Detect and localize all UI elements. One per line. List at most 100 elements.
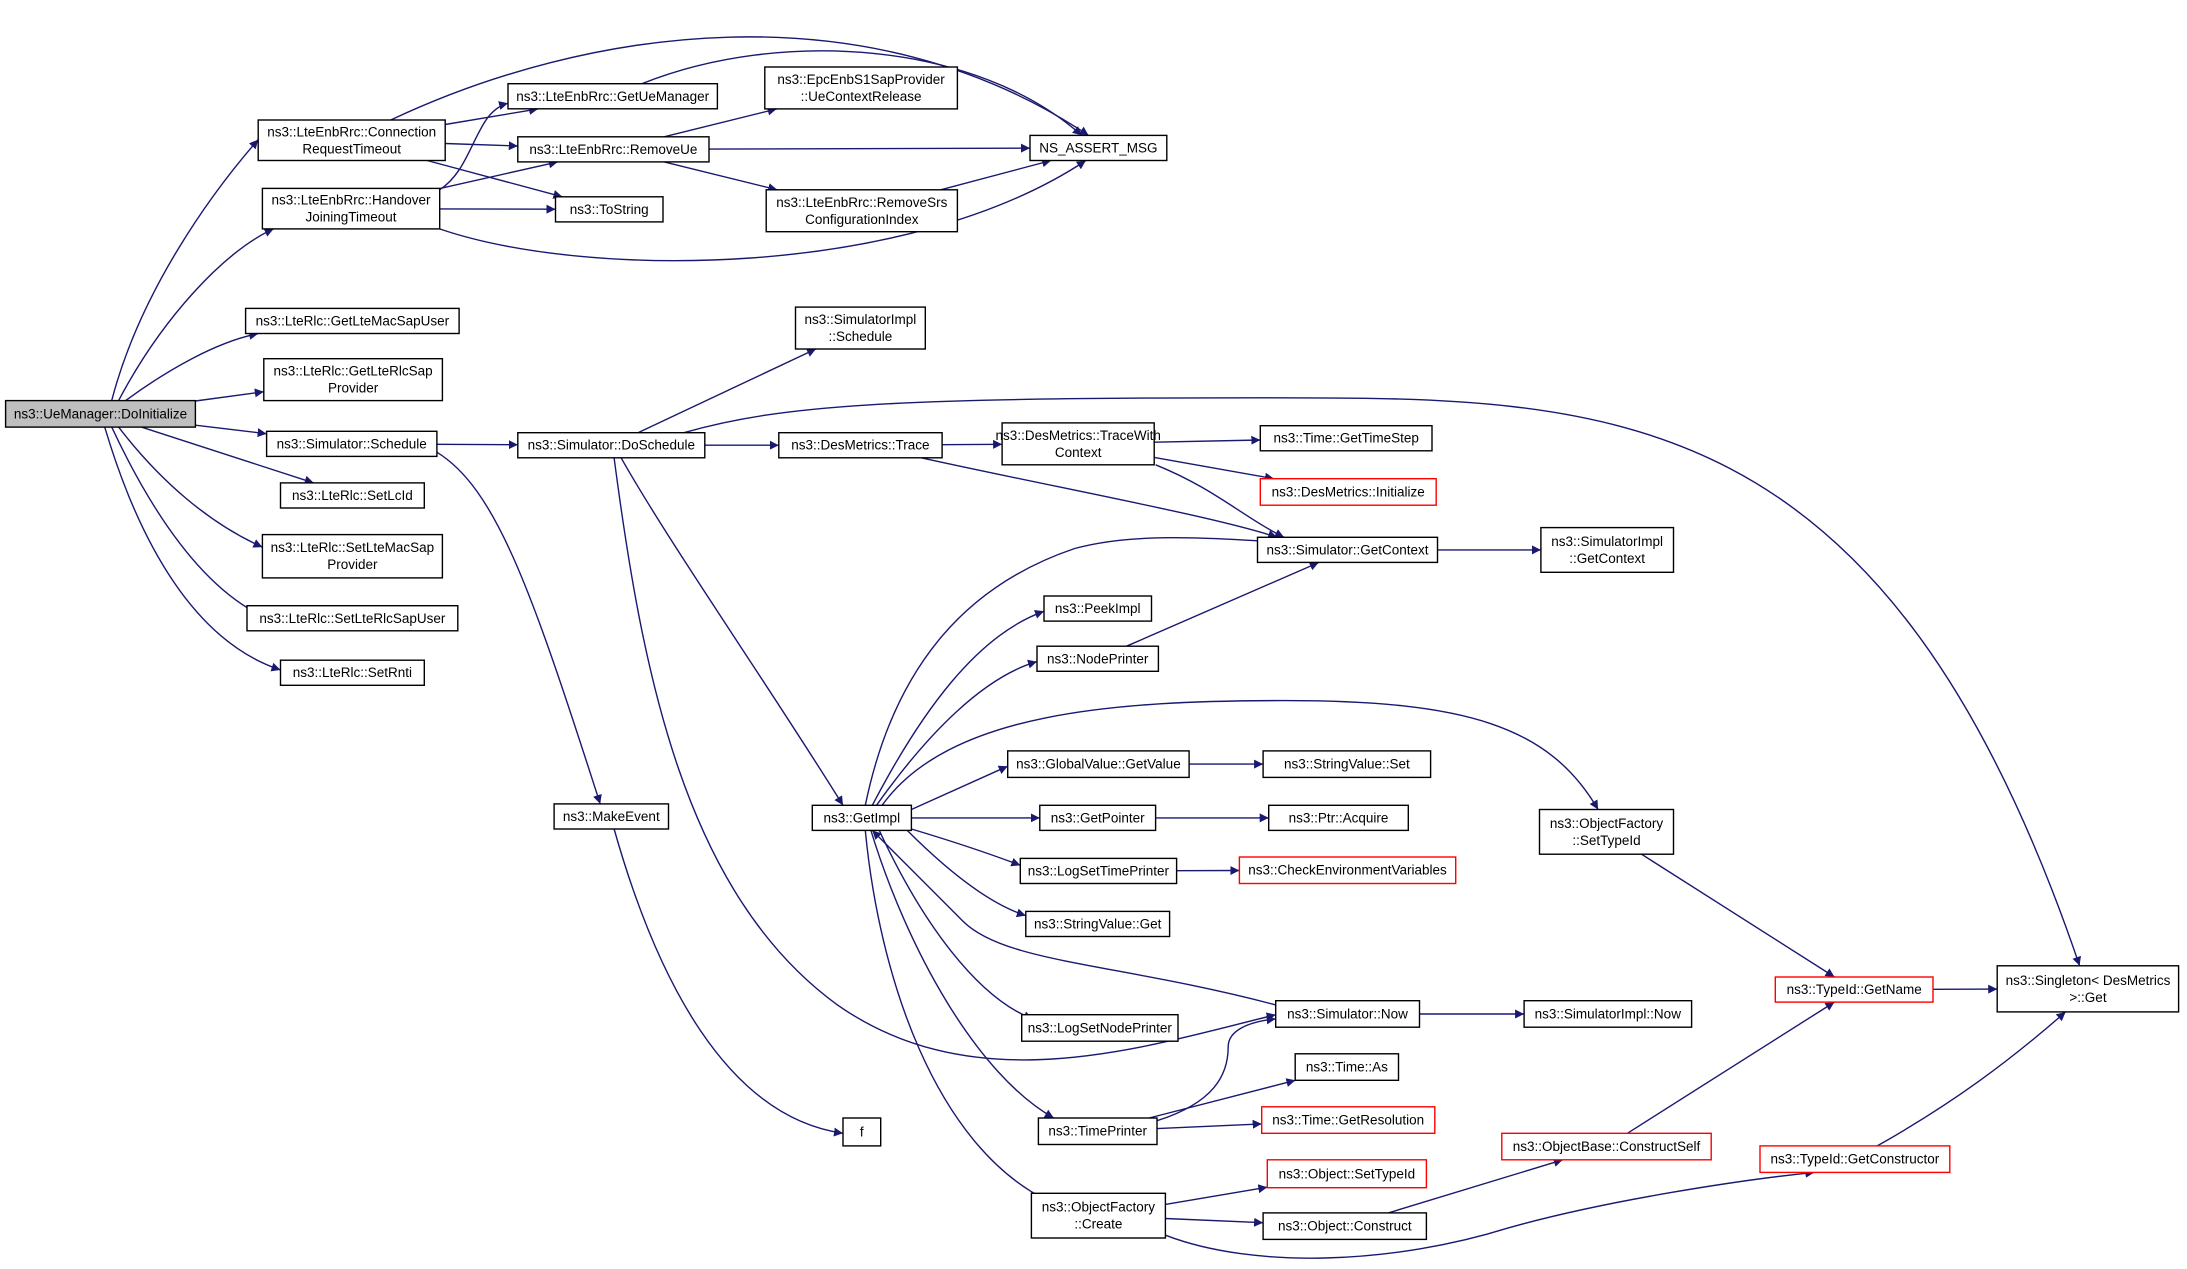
node-box[interactable] bbox=[257, 119, 446, 162]
node-box[interactable] bbox=[517, 136, 710, 163]
node-box[interactable] bbox=[265, 430, 438, 458]
node-box[interactable] bbox=[1259, 478, 1437, 506]
node-node-printer[interactable]: ns3::NodePrinter bbox=[1036, 645, 1160, 673]
node-remove-ue[interactable]: ns3::LteEnbRrc::RemoveUe bbox=[517, 136, 710, 163]
node-box[interactable] bbox=[261, 187, 441, 230]
node-ue-ctx-release[interactable]: ns3::EpcEnbS1SapProvider::UeContextRelea… bbox=[764, 66, 959, 110]
node-typeid-get-constructor[interactable]: ns3::TypeId::GetConstructor bbox=[1759, 1145, 1951, 1174]
node-box[interactable] bbox=[1030, 1192, 1167, 1239]
node-ptr-acquire[interactable]: ns3::Ptr::Acquire bbox=[1267, 804, 1409, 832]
node-box[interactable] bbox=[4, 399, 197, 428]
node-box[interactable] bbox=[1294, 1053, 1400, 1082]
node-box[interactable] bbox=[1262, 750, 1432, 779]
node-box[interactable] bbox=[279, 659, 426, 687]
node-box[interactable] bbox=[1501, 1132, 1712, 1161]
node-box[interactable] bbox=[1267, 804, 1409, 832]
node-sim-get-context[interactable]: ns3::Simulator::GetContext bbox=[1256, 536, 1439, 564]
node-box[interactable] bbox=[1262, 1212, 1428, 1241]
node-box[interactable] bbox=[1274, 1000, 1421, 1028]
node-box[interactable] bbox=[244, 307, 460, 335]
node-box[interactable] bbox=[507, 82, 719, 110]
node-box[interactable] bbox=[764, 66, 959, 110]
node-simimpl-now[interactable]: ns3::SimulatorImpl::Now bbox=[1523, 1000, 1693, 1028]
node-make-event[interactable]: ns3::MakeEvent bbox=[553, 803, 670, 830]
node-peek-impl[interactable]: ns3::PeekImpl bbox=[1043, 595, 1153, 622]
node-box[interactable] bbox=[517, 432, 706, 459]
node-box[interactable] bbox=[765, 189, 959, 233]
node-box[interactable] bbox=[1996, 965, 2180, 1013]
node-box[interactable] bbox=[778, 432, 943, 459]
node-sv-get[interactable]: ns3::StringValue::Get bbox=[1025, 910, 1171, 938]
node-box[interactable] bbox=[1540, 526, 1675, 573]
node-box[interactable] bbox=[553, 803, 670, 830]
node-box[interactable] bbox=[261, 533, 444, 579]
node-box[interactable] bbox=[1256, 536, 1439, 564]
node-get-ue-manager[interactable]: ns3::LteEnbRrc::GetUeManager bbox=[507, 82, 719, 110]
node-box[interactable] bbox=[554, 196, 664, 223]
node-typeid-get-name[interactable]: ns3::TypeId::GetName bbox=[1774, 976, 1934, 1003]
node-box[interactable] bbox=[1007, 750, 1190, 779]
node-box[interactable] bbox=[1019, 857, 1178, 885]
node-root[interactable]: ns3::UeManager::DoInitialize bbox=[4, 399, 197, 428]
node-box[interactable] bbox=[1266, 1159, 1428, 1189]
node-box[interactable] bbox=[1538, 808, 1675, 855]
node-gv-get-value[interactable]: ns3::GlobalValue::GetValue bbox=[1007, 750, 1190, 779]
node-simimpl-get-context[interactable]: ns3::SimulatorImpl::GetContext bbox=[1540, 526, 1675, 573]
node-box[interactable] bbox=[1759, 1145, 1951, 1174]
node-obj-construct[interactable]: ns3::Object::Construct bbox=[1262, 1212, 1428, 1241]
node-box[interactable] bbox=[263, 358, 444, 402]
node-box[interactable] bbox=[1259, 425, 1433, 452]
node-box[interactable] bbox=[1039, 804, 1157, 832]
node-remove-srs[interactable]: ns3::LteEnbRrc::RemoveSrsConfigurationIn… bbox=[765, 189, 959, 233]
node-f[interactable]: f bbox=[842, 1117, 882, 1147]
node-get-time-step[interactable]: ns3::Time::GetTimeStep bbox=[1259, 425, 1433, 452]
node-get-impl[interactable]: ns3::GetImpl bbox=[811, 804, 913, 832]
node-sv-set[interactable]: ns3::StringValue::Set bbox=[1262, 750, 1432, 779]
node-time-get-resolution[interactable]: ns3::Time::GetResolution bbox=[1260, 1106, 1436, 1135]
node-des-initialize[interactable]: ns3::DesMetrics::Initialize bbox=[1259, 478, 1437, 506]
node-box[interactable] bbox=[1021, 1014, 1179, 1042]
node-box[interactable] bbox=[246, 605, 459, 632]
node-of-create[interactable]: ns3::ObjectFactory::Create bbox=[1030, 1192, 1167, 1239]
node-set-rnti[interactable]: ns3::LteRlc::SetRnti bbox=[279, 659, 426, 687]
node-time-printer[interactable]: ns3::TimePrinter bbox=[1037, 1117, 1158, 1146]
node-of-set-type-id[interactable]: ns3::ObjectFactory::SetTypeId bbox=[1538, 808, 1675, 855]
node-do-schedule[interactable]: ns3::Simulator::DoSchedule bbox=[517, 432, 706, 459]
node-get-lte-mac-sap-user[interactable]: ns3::LteRlc::GetLteMacSapUser bbox=[244, 307, 460, 335]
node-ns-assert[interactable]: NS_ASSERT_MSG bbox=[1029, 134, 1168, 162]
node-time-as[interactable]: ns3::Time::As bbox=[1294, 1053, 1400, 1082]
node-box[interactable] bbox=[1029, 134, 1168, 162]
node-box[interactable] bbox=[1774, 976, 1934, 1003]
node-simimpl-schedule[interactable]: ns3::SimulatorImpl::Schedule bbox=[794, 306, 927, 350]
node-set-lte-rlc-sap-user[interactable]: ns3::LteRlc::SetLteRlcSapUser bbox=[246, 605, 459, 632]
node-box[interactable] bbox=[279, 482, 426, 509]
node-box[interactable] bbox=[1037, 1117, 1158, 1146]
node-singleton-get[interactable]: ns3::Singleton< DesMetrics>::Get bbox=[1996, 965, 2180, 1013]
node-box[interactable] bbox=[1523, 1000, 1693, 1028]
node-box[interactable] bbox=[1025, 910, 1171, 938]
node-box[interactable] bbox=[1043, 595, 1153, 622]
node-set-lcid[interactable]: ns3::LteRlc::SetLcId bbox=[279, 482, 426, 509]
node-box[interactable] bbox=[1036, 645, 1160, 673]
node-get-pointer[interactable]: ns3::GetPointer bbox=[1039, 804, 1157, 832]
node-box[interactable] bbox=[811, 804, 913, 832]
node-sim-schedule[interactable]: ns3::Simulator::Schedule bbox=[265, 430, 438, 458]
node-des-trace[interactable]: ns3::DesMetrics::Trace bbox=[778, 432, 943, 459]
node-to-string[interactable]: ns3::ToString bbox=[554, 196, 664, 223]
node-check-env-vars[interactable]: ns3::CheckEnvironmentVariables bbox=[1238, 856, 1457, 885]
node-sim-now[interactable]: ns3::Simulator::Now bbox=[1274, 1000, 1421, 1028]
node-box[interactable] bbox=[794, 306, 927, 350]
node-box[interactable] bbox=[1260, 1106, 1436, 1135]
node-box[interactable] bbox=[842, 1117, 882, 1147]
node-box[interactable] bbox=[1001, 422, 1155, 466]
node-ob-construct-self[interactable]: ns3::ObjectBase::ConstructSelf bbox=[1501, 1132, 1712, 1161]
node-obj-set-type-id[interactable]: ns3::Object::SetTypeId bbox=[1266, 1159, 1428, 1189]
node-box[interactable] bbox=[1238, 856, 1457, 885]
node-log-set-time-printer[interactable]: ns3::LogSetTimePrinter bbox=[1019, 857, 1178, 885]
node-log-set-node-printer[interactable]: ns3::LogSetNodePrinter bbox=[1021, 1014, 1179, 1042]
